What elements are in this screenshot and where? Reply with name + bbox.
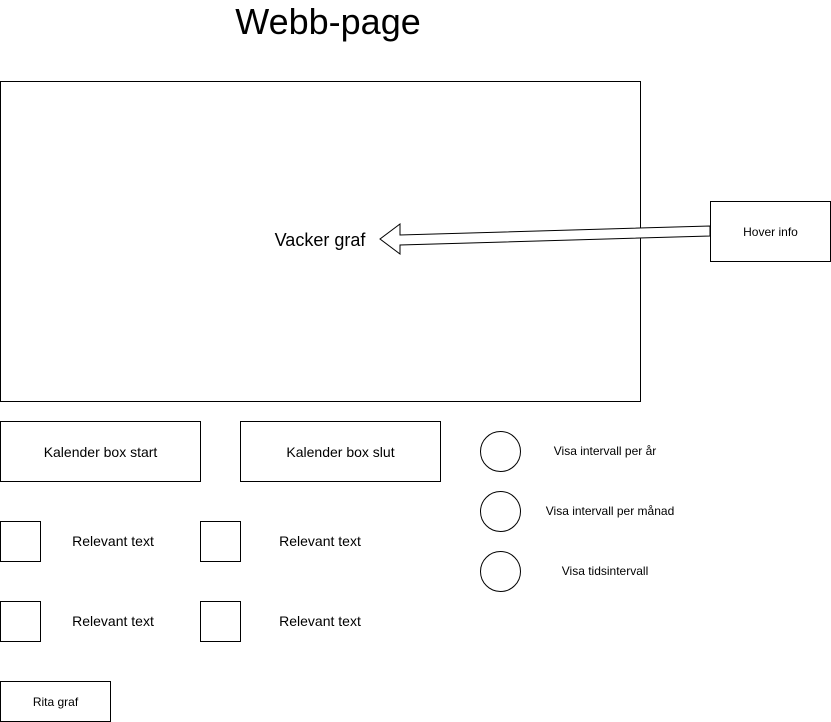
calendar-start-box[interactable]: Kalender box start: [0, 421, 201, 482]
checkbox-3[interactable]: [0, 601, 41, 642]
radio-year-label: Visa intervall per år: [553, 444, 657, 458]
calendar-end-label: Kalender box slut: [286, 443, 395, 460]
hover-info-label: Hover info: [743, 224, 798, 239]
page-title: Webb-page: [235, 1, 421, 42]
checkbox-2[interactable]: [200, 521, 241, 562]
radio-time-interval-label: Visa tidsintervall: [561, 564, 649, 578]
checkbox-1[interactable]: [0, 521, 41, 562]
calendar-end-box[interactable]: Kalender box slut: [240, 421, 441, 482]
checkbox-4-label: Relevant text: [279, 613, 361, 629]
radio-month[interactable]: [480, 491, 521, 532]
radio-month-label: Visa intervall per månad: [545, 504, 675, 518]
checkbox-4[interactable]: [200, 601, 241, 642]
graph-label: Vacker graf: [274, 230, 366, 250]
radio-year[interactable]: [480, 431, 521, 472]
calendar-start-label: Kalender box start: [43, 443, 158, 460]
hover-info-box[interactable]: Hover info: [710, 201, 831, 262]
checkbox-2-label: Relevant text: [279, 533, 361, 549]
radio-time-interval[interactable]: [480, 551, 521, 592]
draw-graph-button[interactable]: Rita graf: [0, 681, 111, 722]
checkbox-1-label: Relevant text: [72, 533, 154, 549]
draw-graph-label: Rita graf: [32, 694, 79, 709]
checkbox-3-label: Relevant text: [72, 613, 154, 629]
